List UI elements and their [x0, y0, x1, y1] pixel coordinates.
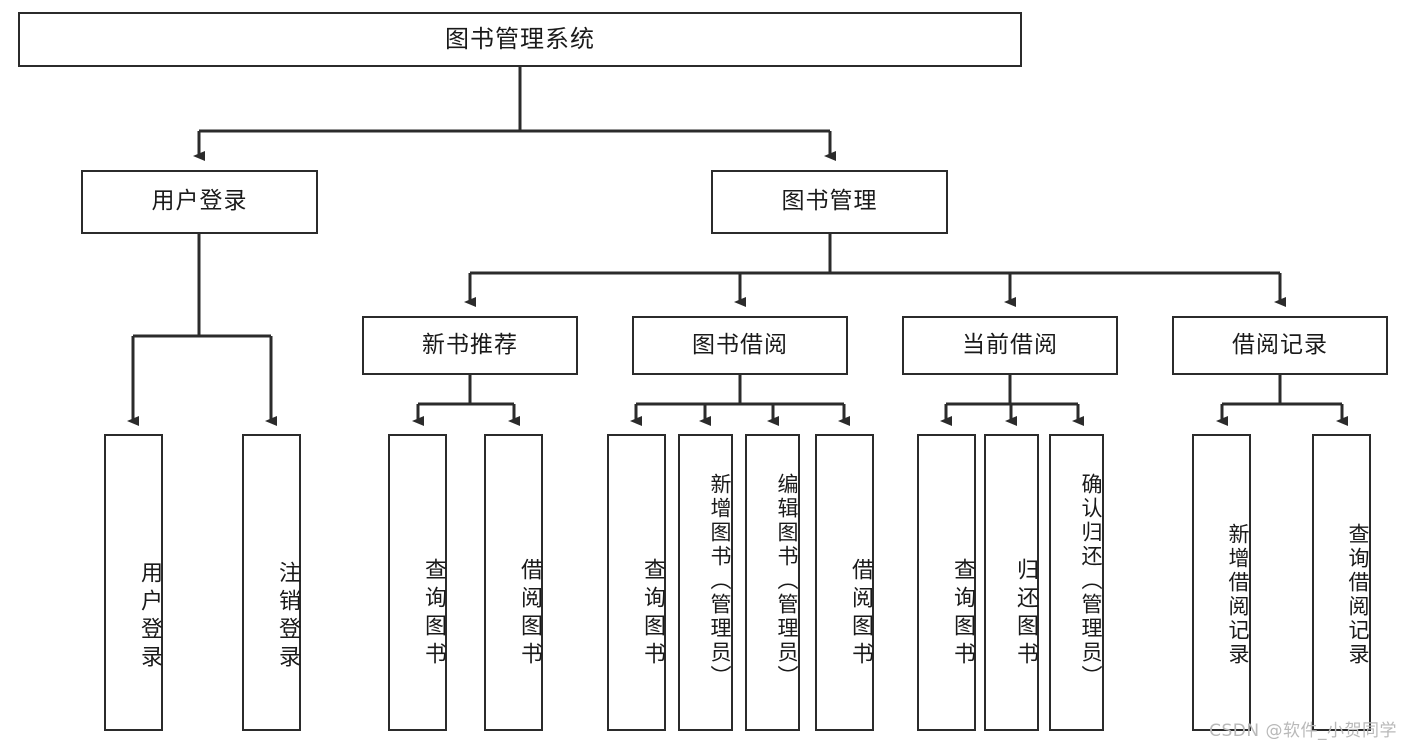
- node-leaf-confirm-return[interactable]: 确认归还（管理员）: [1049, 434, 1104, 731]
- node-leaf-query-book-1[interactable]: 查询图书: [388, 434, 447, 731]
- node-leaf-query-record-label: 查询借阅记录: [1346, 523, 1370, 667]
- node-leaf-query-book-3[interactable]: 查询图书: [917, 434, 976, 731]
- node-leaf-return-book[interactable]: 归还图书: [984, 434, 1039, 731]
- node-leaf-return-book-label: 归还图书: [1013, 557, 1038, 670]
- node-user-login-label: 用户登录: [151, 188, 248, 215]
- node-leaf-query-book-2[interactable]: 查询图书: [607, 434, 666, 731]
- node-leaf-borrow-book-1[interactable]: 借阅图书: [484, 434, 543, 731]
- node-leaf-add-record[interactable]: 新增借阅记录: [1192, 434, 1251, 731]
- node-current-borrow-label: 当前借阅: [962, 331, 1058, 358]
- node-leaf-borrow-book-2[interactable]: 借阅图书: [815, 434, 874, 731]
- node-leaf-query-book-2-label: 查询图书: [640, 557, 665, 670]
- node-leaf-user-login[interactable]: 用户登录: [104, 434, 163, 731]
- node-current-borrow[interactable]: 当前借阅: [902, 316, 1118, 375]
- node-root-label: 图书管理系统: [445, 25, 595, 54]
- node-book-manage-label: 图书管理: [781, 188, 878, 215]
- node-borrow-record-label: 借阅记录: [1232, 331, 1328, 358]
- node-leaf-query-book-1-label: 查询图书: [421, 557, 446, 670]
- node-book-manage[interactable]: 图书管理: [711, 170, 948, 234]
- node-leaf-add-record-label: 新增借阅记录: [1226, 523, 1250, 667]
- node-leaf-confirm-return-label: 确认归还（管理员）: [1079, 472, 1103, 689]
- node-book-borrow-label: 图书借阅: [692, 331, 788, 358]
- node-root[interactable]: 图书管理系统: [18, 12, 1022, 67]
- node-leaf-edit-book[interactable]: 编辑图书（管理员）: [745, 434, 800, 731]
- node-leaf-query-book-3-label: 查询图书: [950, 557, 975, 670]
- node-new-book-recommend-label: 新书推荐: [422, 331, 518, 358]
- node-user-login[interactable]: 用户登录: [81, 170, 318, 234]
- node-new-book-recommend[interactable]: 新书推荐: [362, 316, 578, 375]
- node-leaf-add-book-label: 新增图书（管理员）: [708, 472, 732, 689]
- node-leaf-user-login-label: 用户登录: [137, 560, 162, 673]
- node-leaf-edit-book-label: 编辑图书（管理员）: [775, 472, 799, 689]
- node-leaf-borrow-book-1-label: 借阅图书: [517, 557, 542, 670]
- node-leaf-query-record[interactable]: 查询借阅记录: [1312, 434, 1371, 731]
- node-leaf-add-book[interactable]: 新增图书（管理员）: [678, 434, 733, 731]
- node-leaf-logout-login[interactable]: 注销登录: [242, 434, 301, 731]
- node-borrow-record[interactable]: 借阅记录: [1172, 316, 1388, 375]
- node-book-borrow[interactable]: 图书借阅: [632, 316, 848, 375]
- node-leaf-logout-login-label: 注销登录: [275, 560, 300, 673]
- watermark: CSDN @软件_小贺同学: [1209, 721, 1397, 741]
- node-leaf-borrow-book-2-label: 借阅图书: [848, 557, 873, 670]
